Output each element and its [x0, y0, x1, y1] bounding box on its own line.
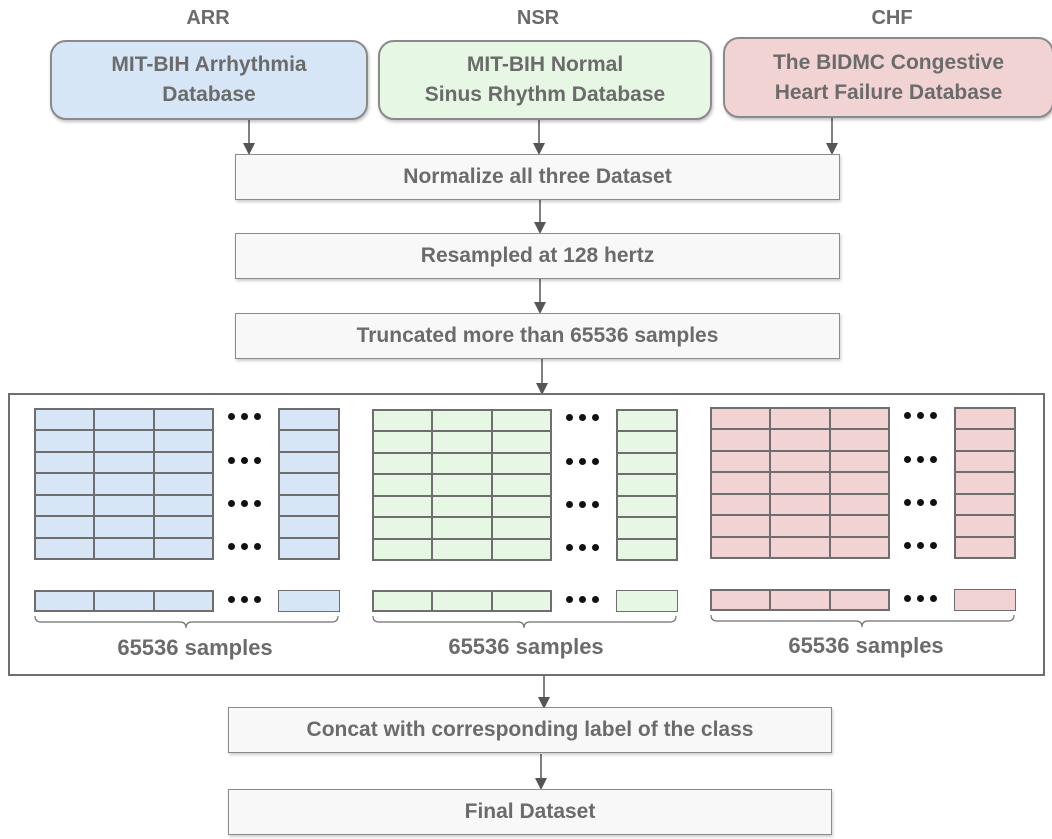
ellipsis-dots	[904, 412, 937, 419]
samples-label-arr: 65536 samples	[117, 635, 273, 660]
segment-column-nsr	[616, 409, 678, 561]
ellipsis-dots	[566, 596, 599, 603]
segment-cell-last-nsr	[616, 590, 678, 612]
ellipsis-dots	[566, 414, 599, 421]
ellipsis-dots	[228, 457, 261, 464]
segment-row-last-chf	[710, 589, 890, 611]
segment-cell-last-arr	[278, 590, 340, 612]
segment-grid-chf	[710, 407, 890, 559]
brace-icon-nsr	[372, 615, 677, 629]
ellipsis-dots	[904, 456, 937, 463]
class-label-arr: ARR	[186, 7, 230, 29]
step-concat-label: Concat with corresponding label of the c…	[228, 707, 832, 753]
ellipsis-dots	[228, 500, 261, 507]
segment-column-chf	[954, 407, 1016, 559]
step-resample: Resampled at 128 hertz	[235, 233, 840, 279]
segment-cell-last-chf	[954, 589, 1016, 611]
segment-grid-nsr	[372, 409, 552, 561]
step-final-dataset: Final Dataset	[228, 789, 832, 835]
samples-label-chf: 65536 samples	[788, 633, 944, 658]
segment-row-last-arr	[34, 590, 214, 612]
database-box-arr: MIT-BIH Arrhythmia Database	[50, 40, 368, 120]
ellipsis-dots	[228, 543, 261, 550]
class-label-nsr: NSR	[516, 7, 560, 29]
brace-icon-arr	[34, 615, 339, 629]
step-truncate: Truncated more than 65536 samples	[235, 313, 840, 359]
ellipsis-dots	[228, 596, 261, 603]
database-box-nsr: MIT-BIH Normal Sinus Rhythm Database	[378, 40, 712, 120]
ellipsis-dots	[566, 544, 599, 551]
step-normalize: Normalize all three Dataset	[235, 154, 840, 200]
ellipsis-dots	[904, 542, 937, 549]
ellipsis-dots	[904, 499, 937, 506]
database-box-chf: The BIDMC Congestive Heart Failure Datab…	[723, 37, 1052, 118]
class-label-chf: CHF	[871, 7, 913, 29]
segment-grid-arr	[34, 408, 214, 560]
brace-icon-chf	[710, 614, 1015, 628]
ellipsis-dots	[566, 458, 599, 465]
ellipsis-dots	[566, 501, 599, 508]
segment-row-last-nsr	[372, 590, 552, 612]
samples-label-nsr: 65536 samples	[448, 634, 604, 659]
ellipsis-dots	[228, 413, 261, 420]
segment-column-arr	[278, 408, 340, 560]
ellipsis-dots	[904, 595, 937, 602]
